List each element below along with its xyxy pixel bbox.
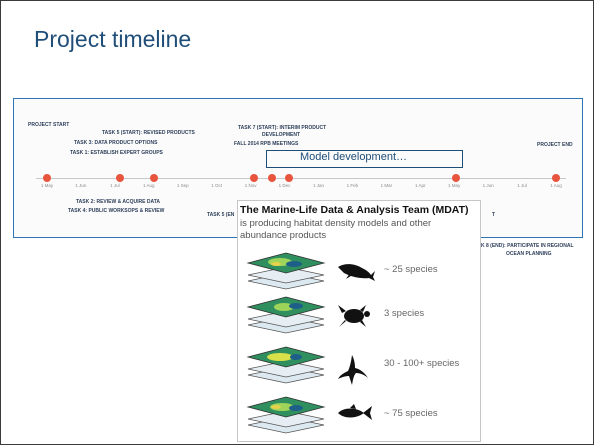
mdat-card: The Marine-Life Data & Analysis Team (MD… [237, 200, 481, 442]
task-partial-label: T [492, 212, 496, 218]
species-row-whale: ~ 25 species [238, 251, 480, 291]
species-row-fish: ~ 75 species [238, 395, 480, 435]
timeline-tick-label: 1 Aug [550, 183, 562, 188]
species-row-turtle: 3 species [238, 295, 480, 335]
timeline-tick-label: 1 Oct [211, 183, 223, 188]
turtle-icon [338, 305, 370, 327]
milestone-dot-start [43, 174, 51, 182]
model-development-box [266, 150, 463, 168]
habitat-map-stack [246, 252, 326, 290]
species-count-fish: ~ 75 species [384, 408, 438, 419]
milestone-dot-dec [285, 174, 293, 182]
habitat-map-stack [246, 296, 326, 334]
project-end-label: PROJECT END [537, 142, 573, 148]
task7-label-line1: TASK 7 (START): INTERIM PRODUCT [238, 125, 327, 131]
task8-end-label-line1: K 8 (END): PARTICIPATE IN REGIONAL [481, 243, 574, 249]
timeline-tick-label: 1 Dec [278, 183, 291, 188]
mdat-description: is producing habitat density models and … [240, 218, 432, 241]
species-count-whale: ~ 25 species [384, 264, 438, 275]
timeline-tick-label: 1 Nov [244, 183, 257, 188]
species-count-bird: 30 - 100+ species [384, 358, 460, 369]
project-start-label: PROJECT START [28, 122, 70, 128]
task2-label: TASK 2: REVIEW & ACQUIRE DATA [76, 199, 160, 205]
bird-icon [338, 355, 368, 385]
fish-icon [338, 404, 372, 420]
timeline-tick-label: 1 Apr [415, 183, 426, 188]
task4-label: TASK 4: PUBLIC WORKSOPS & REVIEW [68, 208, 165, 214]
fall-rpb-label: FALL 2014 RPB MEETINGS [234, 141, 299, 147]
task5-start-label: TASK 5 (START): REVISED PRODUCTS [102, 130, 195, 136]
timeline-tick-label: 1 May [448, 183, 461, 188]
model-development-label: Model development… [300, 151, 408, 163]
species-count-turtle: 3 species [384, 308, 425, 319]
timeline-tick-label: 1 Jan [312, 183, 324, 188]
timeline-tick-label: 1 May [40, 183, 54, 188]
habitat-map-stack [246, 396, 326, 434]
task5-end-label-partial: TASK 5 (EN [207, 212, 235, 218]
slide-title: Project timeline [34, 26, 192, 52]
task7-label-line2: DEVELOPMENT [262, 132, 301, 138]
milestone-dot-may [452, 174, 460, 182]
task3-label: TASK 3: DATA PRODUCT OPTIONS [74, 140, 158, 146]
timeline-tick-label: 1 Feb [346, 183, 359, 188]
milestone-dot-nov [250, 174, 258, 182]
milestone-dot-jul [116, 174, 124, 182]
timeline-tick-label: 1 Jun [75, 183, 87, 188]
timeline-tick-label: 1 Mar [380, 183, 393, 188]
species-row-bird: 30 - 100+ species [238, 345, 480, 385]
timeline-tick-label: 1 Jul [110, 183, 120, 188]
task8-end-label-line2: OCEAN PLANNING [506, 251, 552, 257]
milestone-dot-end [552, 174, 560, 182]
habitat-map-stack [246, 346, 326, 384]
milestone-dot-aug [150, 174, 158, 182]
timeline-tick-label: 1 Jun [482, 183, 494, 188]
timeline-axis [36, 178, 566, 179]
task1-label: TASK 1: ESTABLISH EXPERT GROUPS [70, 150, 163, 156]
timeline-tick-label: 1 Aug [143, 183, 155, 188]
timeline-tick-label: 1 Jul [517, 183, 527, 188]
whale-icon [338, 264, 375, 281]
milestone-dot-nov2 [268, 174, 276, 182]
timeline-tick-label: 1 Sep [176, 183, 189, 188]
mdat-title: The Marine-Life Data & Analysis Team (MD… [240, 204, 469, 216]
